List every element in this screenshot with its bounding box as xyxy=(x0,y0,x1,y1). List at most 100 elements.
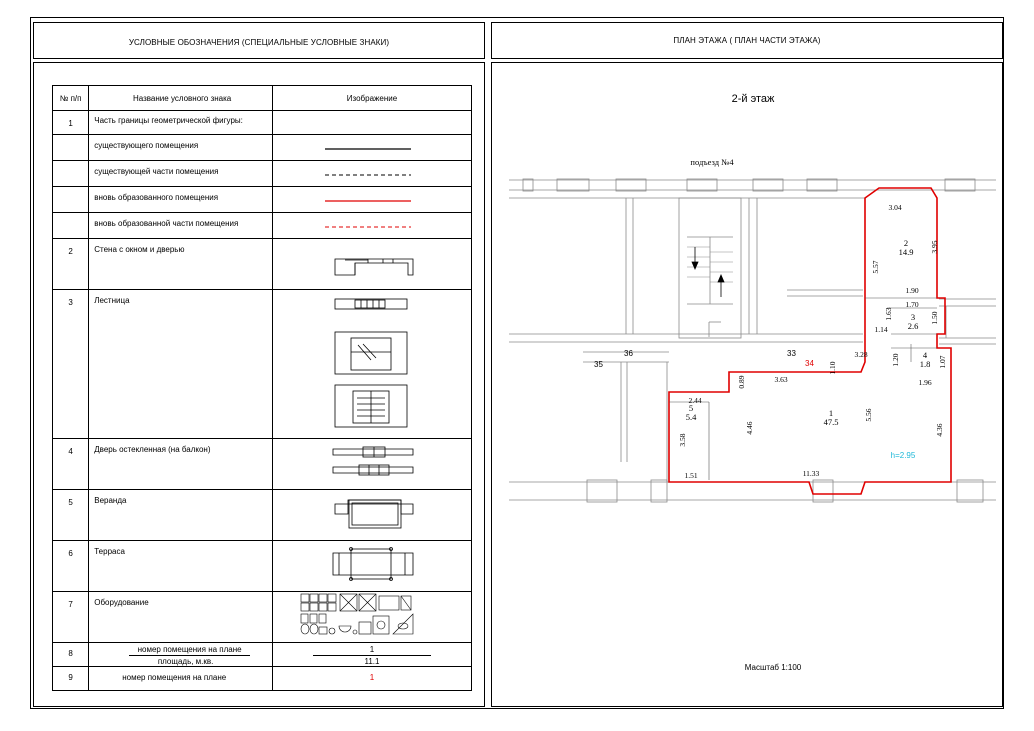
col-num-header: № п/п xyxy=(51,85,90,111)
neighbor-label-35: 35 xyxy=(594,360,603,369)
room-2-area: 14.9 xyxy=(899,247,914,257)
legend-row: 9 номер помещения на плане 1 xyxy=(51,666,473,691)
stair-arrows-icon xyxy=(691,247,725,297)
room-4-number: 4 xyxy=(923,350,928,360)
legend-row: 1 Часть границы геометрической фигуры: xyxy=(51,110,473,135)
dim-1-50: 1.50 xyxy=(930,311,939,324)
legend-row: 7 Оборудование xyxy=(51,591,473,643)
row-name: существующего помещения xyxy=(94,141,199,150)
dim-1-70: 1.70 xyxy=(905,300,918,309)
dim-5-57: 5.57 xyxy=(871,260,880,273)
dim-1-14: 1.14 xyxy=(874,325,887,334)
neighbor-label-33: 33 xyxy=(787,349,796,358)
legend-header-row: № п/п Название условного знака Изображен… xyxy=(51,85,473,111)
dim-3-63: 3.63 xyxy=(774,375,787,384)
row-num: 1 xyxy=(68,119,73,128)
right-body-box xyxy=(491,62,1003,707)
legend-header: УСЛОВНЫЕ ОБОЗНАЧЕНИЯ (СПЕЦИАЛЬНЫЕ УСЛОВН… xyxy=(128,38,390,47)
room-5-number: 5 xyxy=(689,403,693,413)
equipment-icons xyxy=(300,593,414,635)
existing-part-dashed-line-icon xyxy=(324,174,411,176)
ceiling-height: h=2.95 xyxy=(891,451,916,460)
row-name: Стена с окном и дверью xyxy=(94,245,185,254)
stairs-icon xyxy=(334,298,408,428)
row-name: вновь образованного помещения xyxy=(94,193,219,202)
dim-11-33: 11.33 xyxy=(803,469,820,478)
right-header-box xyxy=(491,22,1003,59)
dim-1-20: 1.20 xyxy=(891,353,900,366)
dim-1-10: 1.10 xyxy=(828,361,837,374)
terrace-icon xyxy=(332,547,414,581)
new-room-red-line-icon xyxy=(324,200,411,202)
dim-5-56: 5.56 xyxy=(864,408,873,421)
room-1-area: 47.5 xyxy=(824,417,839,427)
row-name: Часть границы геометрической фигуры: xyxy=(94,116,243,125)
legend-row: существующей части помещения xyxy=(51,160,473,187)
entrance-label: подъезд №4 xyxy=(690,157,734,167)
dim-2-44: 2.44 xyxy=(688,396,701,405)
room-5-area: 5.4 xyxy=(686,412,697,422)
veranda-icon xyxy=(334,499,414,529)
legend-row: вновь образованной части помещения xyxy=(51,212,473,239)
room-number-red-sample: 1 xyxy=(369,673,375,682)
dim-3-95: 3.95 xyxy=(930,240,939,253)
glazed-door-icon xyxy=(332,446,414,476)
legend-row: 5 Веранда xyxy=(51,489,473,541)
room-3-number: 3 xyxy=(911,312,915,322)
dim-1-51: 1.51 xyxy=(684,471,697,480)
row-num: 2 xyxy=(68,247,73,256)
row-name: Лестница xyxy=(94,296,130,305)
row-name: Веранда xyxy=(94,496,127,505)
new-part-red-dashed-line-icon xyxy=(324,226,411,228)
row-num: 4 xyxy=(68,447,73,456)
dim-1-96: 1.96 xyxy=(918,378,931,387)
row-name: вновь образованной части помещения xyxy=(94,219,239,228)
room-number-sample: 1 xyxy=(312,643,431,656)
dim-4-46: 4.46 xyxy=(745,421,754,434)
row-num: 6 xyxy=(68,549,73,558)
legend-row: 3 Лестница xyxy=(51,289,473,439)
col-image-header: Изображение xyxy=(271,85,473,111)
existing-walls xyxy=(509,178,996,503)
dim-4-36: 4.36 xyxy=(935,423,944,436)
row-name: номер помещения на плане xyxy=(122,673,227,682)
row-num: 5 xyxy=(68,498,73,507)
row-name: Оборудование xyxy=(94,598,149,607)
room-3-area: 2.6 xyxy=(908,321,919,331)
row-name: Дверь остекленная (на балкон) xyxy=(94,445,211,454)
floor-plan-drawing: 2-й этаж подъезд №4 xyxy=(509,93,996,672)
dim-3-04: 3.04 xyxy=(888,203,901,212)
row-name: Терраса xyxy=(94,547,125,556)
row-num: 7 xyxy=(68,600,73,609)
room-number-label: номер помещения на плане xyxy=(129,643,250,656)
neighbor-label-36: 36 xyxy=(624,349,633,358)
dim-1-63: 1.63 xyxy=(884,307,893,320)
legend-row: 2 Стена с окном и дверью xyxy=(51,238,473,290)
area-label: площадь, м.кв. xyxy=(157,657,214,666)
wall-window-door-icon xyxy=(334,258,414,276)
left-body-box xyxy=(33,62,485,707)
room-4-area: 1.8 xyxy=(920,359,931,369)
dim-3-28: 3.28 xyxy=(854,350,867,359)
legend-row: 4 Дверь остекленная (на балкон) xyxy=(51,438,473,490)
dim-3-58: 3.58 xyxy=(678,433,687,446)
scale-label: Масштаб 1:100 xyxy=(745,663,802,672)
floor-title: 2-й этаж xyxy=(732,93,775,105)
interior-partitions xyxy=(669,297,937,480)
legend-table: № п/п Название условного знака Изображен… xyxy=(51,85,473,691)
existing-room-line-icon xyxy=(324,148,411,150)
area-sample: 11.1 xyxy=(364,657,380,666)
row-num: 3 xyxy=(68,298,73,307)
col-name-header: Название условного знака xyxy=(88,85,273,111)
left-header-box xyxy=(33,22,485,59)
floor-plan: 2-й этаж подъезд №4 xyxy=(491,62,1003,707)
unit-boundary-red xyxy=(668,187,952,495)
legend-row: вновь образованного помещения xyxy=(51,186,473,213)
row-name: существующей части помещения xyxy=(94,167,219,176)
dim-1-07: 1.07 xyxy=(938,355,947,368)
dim-1-90: 1.90 xyxy=(905,286,918,295)
row-num: 9 xyxy=(68,673,73,682)
plan-header: ПЛАН ЭТАЖА ( ПЛАН ЧАСТИ ЭТАЖА) xyxy=(673,36,821,45)
legend-row: 8 номер помещения на плане площадь, м.кв… xyxy=(51,642,473,667)
legend-row: существующего помещения xyxy=(51,134,473,161)
